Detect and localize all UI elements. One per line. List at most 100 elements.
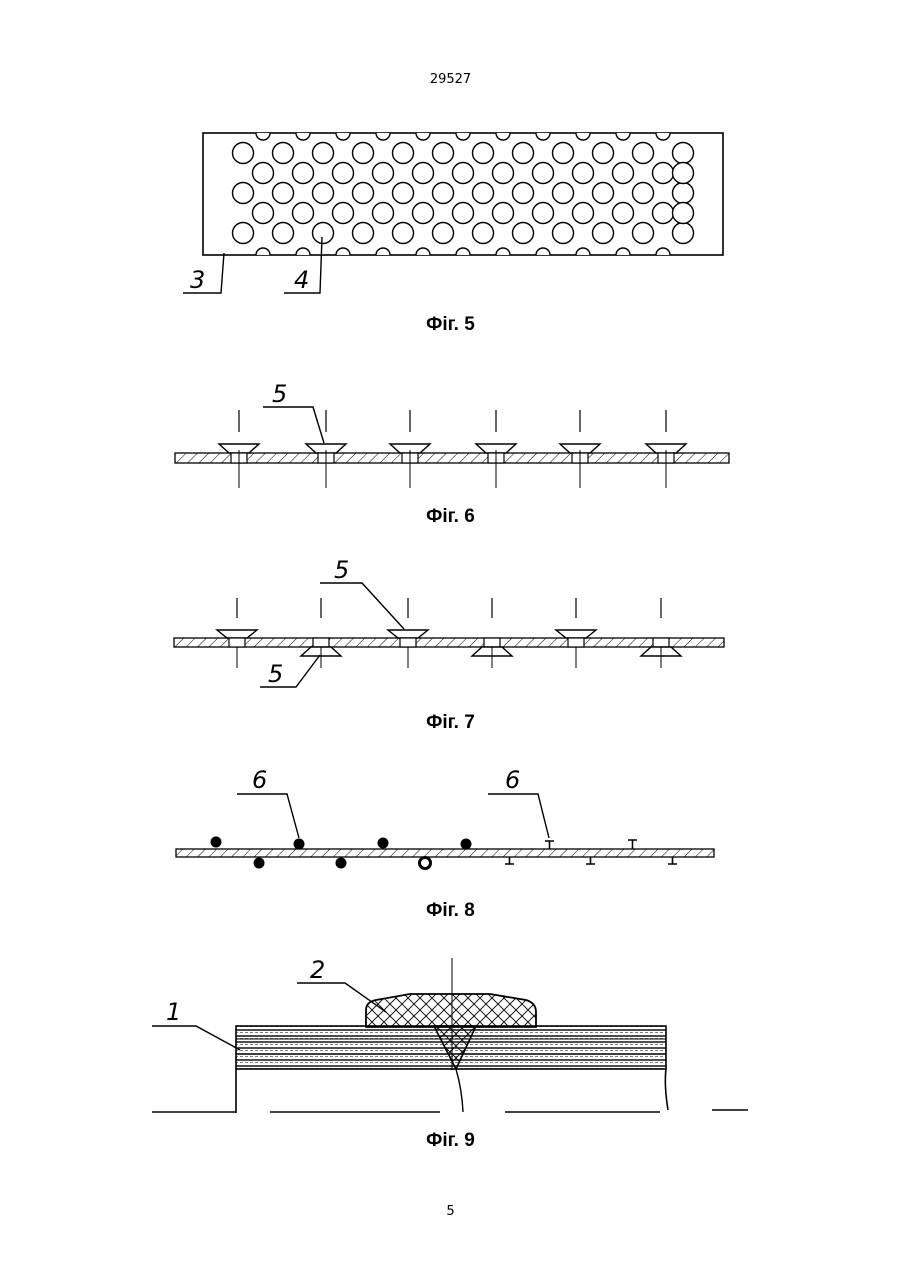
leader-line-6-left xyxy=(237,794,299,838)
hole xyxy=(633,183,654,204)
hole xyxy=(673,183,694,204)
fastener-top xyxy=(556,598,596,668)
hole xyxy=(673,163,694,184)
hole xyxy=(613,163,634,184)
fastener-top xyxy=(217,598,257,668)
figure-8-caption: Фіг. 8 xyxy=(0,900,901,922)
hole xyxy=(313,223,334,244)
fastener-bottom xyxy=(301,598,341,668)
ref-label-5-bottom: 5 xyxy=(268,660,283,688)
hole xyxy=(473,143,494,164)
hole xyxy=(653,203,674,224)
hole xyxy=(353,143,374,164)
hole xyxy=(593,223,614,244)
hole xyxy=(673,203,694,224)
hole xyxy=(513,183,534,204)
hole xyxy=(373,163,394,184)
hole xyxy=(493,203,514,224)
hole xyxy=(593,143,614,164)
hole xyxy=(393,183,414,204)
leader-line-6-right xyxy=(488,794,549,838)
ref-label-2: 2 xyxy=(310,956,325,984)
fastener-top xyxy=(388,598,428,668)
fastener xyxy=(306,410,346,488)
hole xyxy=(553,223,574,244)
hole xyxy=(513,223,534,244)
figure-8-drawing: 6 6 xyxy=(0,760,901,890)
ref-label-6-right: 6 xyxy=(505,766,520,794)
hole xyxy=(413,203,434,224)
hole xyxy=(533,163,554,184)
figure-9-drawing: 1 2 xyxy=(0,950,901,1150)
right-edge xyxy=(665,1069,668,1110)
fastener xyxy=(560,410,600,488)
hole xyxy=(313,183,334,204)
hole xyxy=(453,203,474,224)
hole xyxy=(293,203,314,224)
weld-cap xyxy=(366,994,536,1027)
hole xyxy=(633,223,654,244)
hole xyxy=(593,183,614,204)
fastener xyxy=(219,410,259,488)
hole xyxy=(273,183,294,204)
hole xyxy=(653,163,674,184)
figure-6-drawing: 5 xyxy=(0,390,901,510)
hole xyxy=(493,163,514,184)
hole xyxy=(293,163,314,184)
hole xyxy=(393,223,414,244)
figure-5-caption: Фіг. 5 xyxy=(0,314,901,336)
figure-7-drawing: 5 5 xyxy=(0,550,901,700)
hole xyxy=(273,143,294,164)
hole xyxy=(433,223,454,244)
hole xyxy=(473,223,494,244)
hole xyxy=(633,143,654,164)
hole xyxy=(233,183,254,204)
hole xyxy=(253,163,274,184)
hole xyxy=(353,223,374,244)
fastener-bottom xyxy=(472,598,512,668)
hole xyxy=(613,203,634,224)
hole xyxy=(313,143,334,164)
hole xyxy=(433,183,454,204)
hole xyxy=(393,143,414,164)
hole xyxy=(413,163,434,184)
hole xyxy=(673,143,694,164)
fastener xyxy=(390,410,430,488)
ref-label-1: 1 xyxy=(166,998,181,1026)
hole xyxy=(513,143,534,164)
hole xyxy=(333,203,354,224)
hole xyxy=(433,143,454,164)
hole xyxy=(573,203,594,224)
fastener-bottom xyxy=(641,598,681,668)
figure-5-drawing: 3 4 xyxy=(0,0,901,320)
hole xyxy=(253,203,274,224)
section-strip xyxy=(176,849,714,857)
section-strip xyxy=(174,638,724,647)
ref-label-6-left: 6 xyxy=(252,766,267,794)
hole xyxy=(553,183,574,204)
center-break xyxy=(456,1069,463,1112)
figure-9-caption: Фіг. 9 xyxy=(0,1130,901,1152)
ref-label-3: 3 xyxy=(190,266,205,294)
hole xyxy=(553,143,574,164)
leader-line-5 xyxy=(263,407,324,443)
hole xyxy=(233,223,254,244)
hole xyxy=(273,223,294,244)
ref-label-4: 4 xyxy=(294,266,309,294)
hole xyxy=(353,183,374,204)
hole xyxy=(373,203,394,224)
hole xyxy=(533,203,554,224)
fasteners-alternating xyxy=(217,598,681,668)
fastener xyxy=(646,410,686,488)
hole xyxy=(333,163,354,184)
hole xyxy=(233,143,254,164)
fastener xyxy=(476,410,516,488)
figure-7-caption: Фіг. 7 xyxy=(0,712,901,734)
leader-line-1 xyxy=(152,1026,240,1050)
hole xyxy=(453,163,474,184)
ref-label-5: 5 xyxy=(272,380,287,408)
hole xyxy=(473,183,494,204)
leader-line-5-top xyxy=(320,583,404,629)
ref-label-5-top: 5 xyxy=(334,556,349,584)
fasteners-row xyxy=(219,410,686,488)
